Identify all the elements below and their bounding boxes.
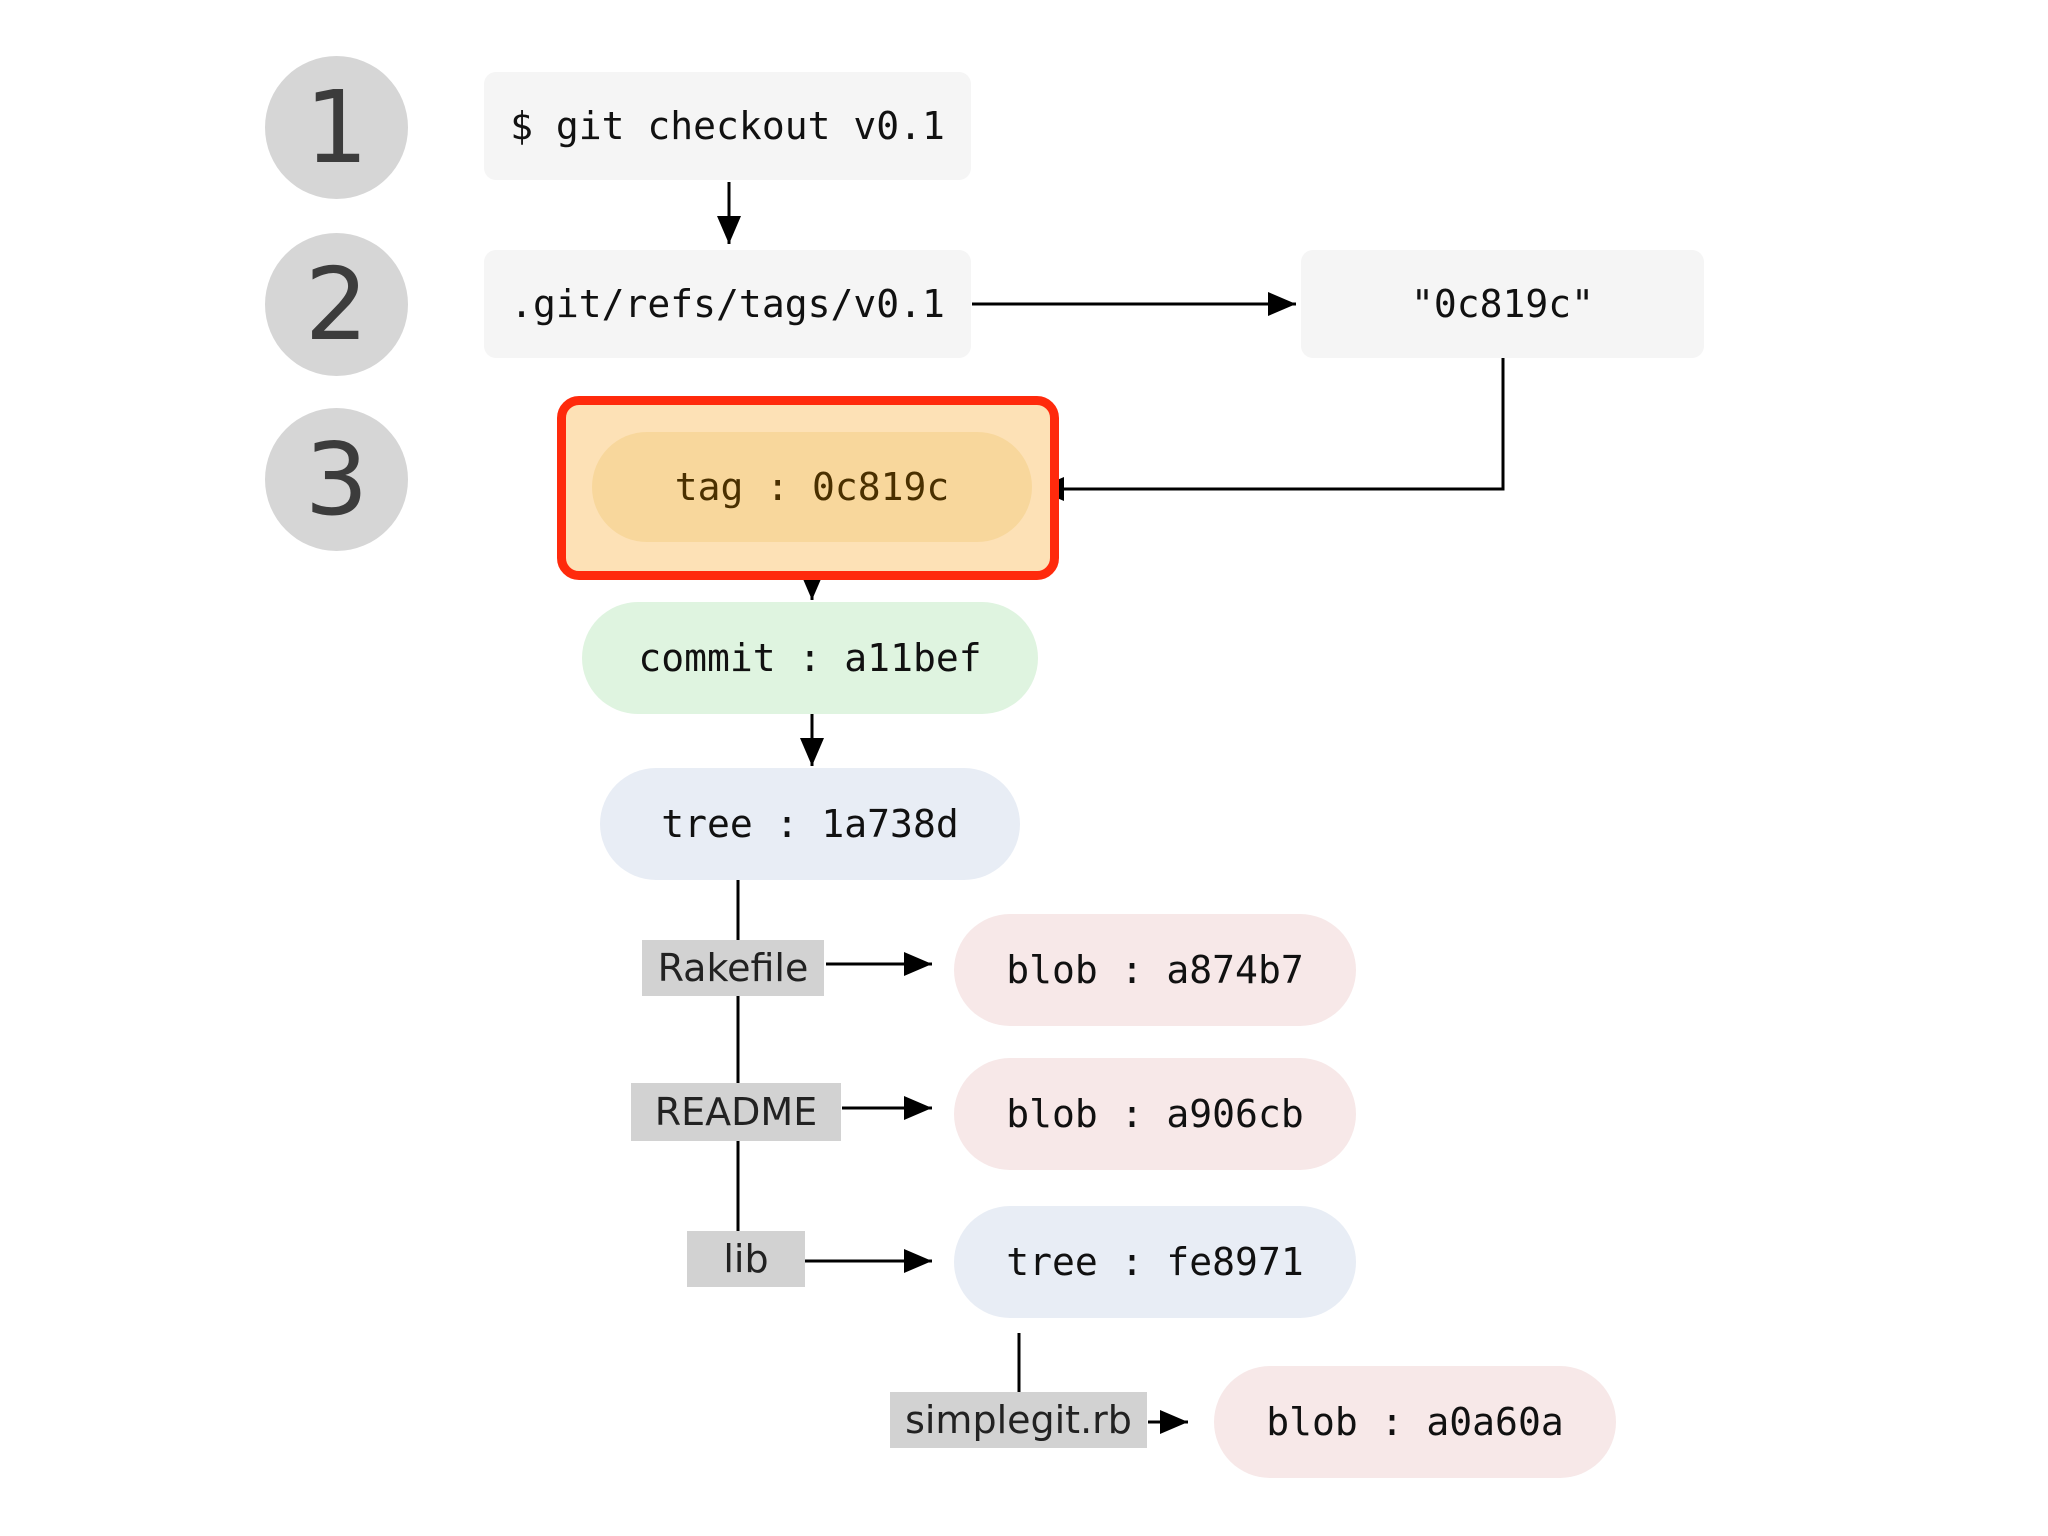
tag-object: tag : 0c819c bbox=[592, 432, 1032, 542]
root-tree-object: tree : 1a738d bbox=[600, 768, 1020, 880]
lib-tree-object: tree : fe8971 bbox=[954, 1206, 1356, 1318]
entry-simplegit: simplegit.rb bbox=[890, 1392, 1147, 1448]
git-checkout-command: $ git checkout v0.1 bbox=[484, 72, 971, 180]
blob-simplegit-object: blob : a0a60a bbox=[1214, 1366, 1616, 1478]
entry-readme: README bbox=[631, 1083, 841, 1141]
entry-lib: lib bbox=[687, 1231, 805, 1287]
tag-ref-path: .git/refs/tags/v0.1 bbox=[484, 250, 971, 358]
blob-readme-object: blob : a906cb bbox=[954, 1058, 1356, 1170]
entry-rakefile: Rakefile bbox=[642, 940, 824, 996]
commit-object: commit : a11bef bbox=[582, 602, 1038, 714]
step-1-badge: 1 bbox=[265, 56, 408, 199]
step-2-badge: 2 bbox=[265, 233, 408, 376]
blob-rakefile-object: blob : a874b7 bbox=[954, 914, 1356, 1026]
step-3-badge: 3 bbox=[265, 408, 408, 551]
tag-ref-value: "0c819c" bbox=[1301, 250, 1704, 358]
